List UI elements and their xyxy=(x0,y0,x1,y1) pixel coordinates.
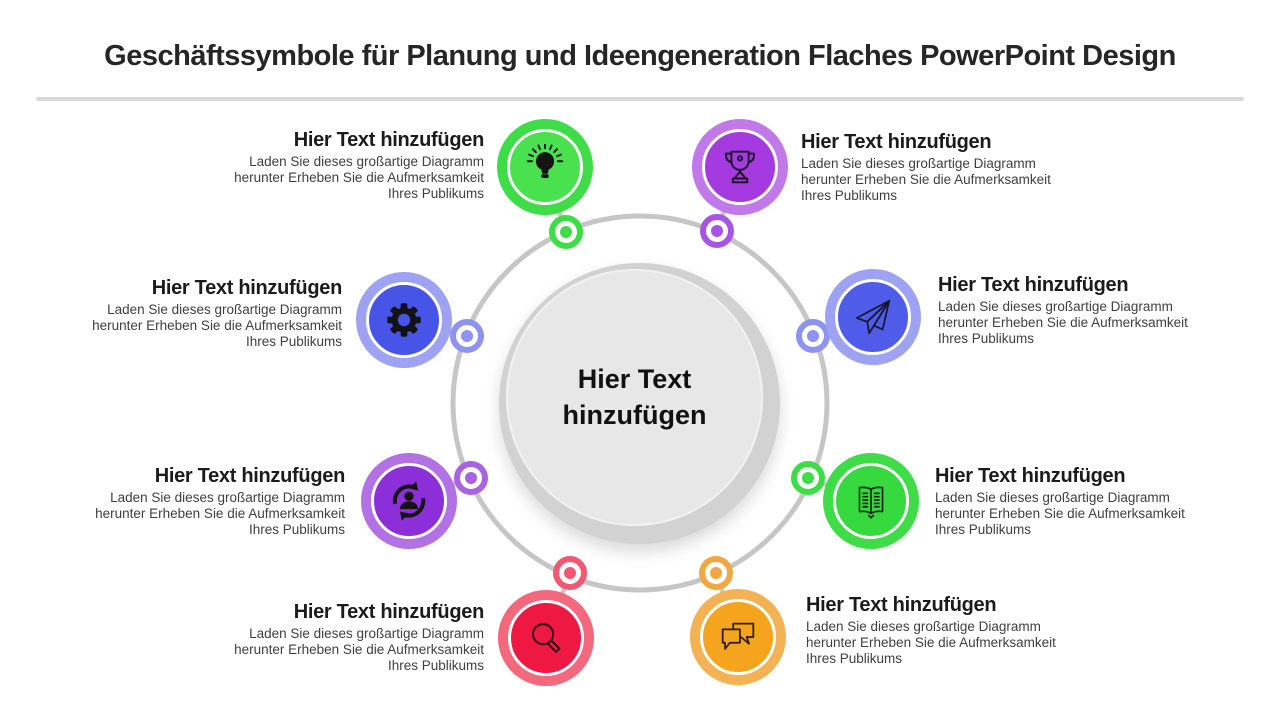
node-outer-circle xyxy=(823,453,919,549)
node-outer-circle xyxy=(498,590,594,686)
item-textblock-lower-left: Hier Text hinzufügen Laden Sie dieses gr… xyxy=(95,465,345,538)
connector-dot xyxy=(564,567,576,579)
orbit-circle xyxy=(450,213,830,593)
user-sync-icon xyxy=(392,481,426,521)
connector-ring xyxy=(549,215,583,249)
center-label: Hier Text hinzufügen xyxy=(562,364,707,430)
node-magnifier xyxy=(498,590,594,686)
item-heading: Hier Text hinzufügen xyxy=(293,129,485,151)
node-lightbulb xyxy=(497,119,593,215)
node-outer-circle xyxy=(361,453,457,549)
item-body: Laden Sie dieses großartige Diagramm her… xyxy=(234,626,484,673)
lightbulb-icon xyxy=(526,144,564,179)
connector-dot xyxy=(465,472,477,484)
item-body: Laden Sie dieses großartige Diagramm her… xyxy=(938,299,1188,346)
connector-ring xyxy=(700,214,734,248)
connector-dot xyxy=(807,330,819,342)
connector-ring xyxy=(450,319,484,353)
item-heading: Hier Text hinzufügen xyxy=(151,277,343,299)
item-body: Laden Sie dieses großartige Diagramm her… xyxy=(92,302,342,349)
node-chat-bubbles xyxy=(690,589,786,685)
connector-dot xyxy=(560,226,572,238)
node-inner-circle xyxy=(833,463,909,539)
connector-ring xyxy=(791,461,825,495)
item-body: Laden Sie dieses großartige Diagramm her… xyxy=(234,154,484,201)
item-body: Laden Sie dieses großartige Diagramm her… xyxy=(935,490,1185,537)
item-heading: Hier Text hinzufügen xyxy=(801,131,992,153)
node-outer-circle xyxy=(690,589,786,685)
item-heading: Hier Text hinzufügen xyxy=(154,465,346,487)
trophy-icon xyxy=(725,150,755,184)
node-inner-circle xyxy=(371,463,447,539)
node-outer-circle xyxy=(497,119,593,215)
connector-ring xyxy=(699,556,733,590)
item-textblock-top-right: Hier Text hinzufügen Laden Sie dieses gr… xyxy=(801,131,1051,204)
node-gear xyxy=(356,272,452,368)
node-paper-plane xyxy=(825,269,921,365)
item-textblock-top-left: Hier Text hinzufügen Laden Sie dieses gr… xyxy=(234,129,484,202)
node-inner-circle xyxy=(835,279,911,355)
node-inner-circle xyxy=(507,129,583,205)
item-heading: Hier Text hinzufügen xyxy=(293,601,485,623)
magnifier-icon xyxy=(532,623,561,653)
item-heading: Hier Text hinzufügen xyxy=(938,274,1129,296)
paper-plane-icon xyxy=(855,299,891,335)
node-outer-circle xyxy=(692,119,788,215)
connector-ring xyxy=(553,556,587,590)
connector-dot xyxy=(710,567,722,579)
node-inner-circle xyxy=(702,129,778,205)
connector-dot xyxy=(461,330,473,342)
chat-bubbles-icon xyxy=(721,622,755,650)
item-heading: Hier Text hinzufügen xyxy=(935,465,1126,487)
node-inner-circle xyxy=(366,282,442,358)
node-outer-circle xyxy=(356,272,452,368)
connector-dot xyxy=(711,225,723,237)
item-textblock-middle-right: Hier Text hinzufügen Laden Sie dieses gr… xyxy=(938,274,1188,347)
item-heading: Hier Text hinzufügen xyxy=(806,594,997,616)
open-book-icon xyxy=(858,486,884,519)
gear-icon xyxy=(387,303,421,337)
node-inner-circle xyxy=(700,599,776,675)
item-textblock-middle-left: Hier Text hinzufügen Laden Sie dieses gr… xyxy=(92,277,342,350)
title-divider xyxy=(36,97,1244,101)
item-body: Laden Sie dieses großartige Diagramm her… xyxy=(806,619,1056,666)
item-textblock-lower-right: Hier Text hinzufügen Laden Sie dieses gr… xyxy=(935,465,1185,538)
connector-ring xyxy=(454,461,488,495)
node-open-book xyxy=(823,453,919,549)
node-trophy xyxy=(692,119,788,215)
node-user-sync xyxy=(361,453,457,549)
center-circle: Hier Text hinzufügen xyxy=(506,269,763,526)
item-body: Laden Sie dieses großartige Diagramm her… xyxy=(95,490,345,537)
connector-ring xyxy=(796,319,830,353)
connector-dot xyxy=(802,472,814,484)
node-outer-circle xyxy=(825,269,921,365)
slide-title: Geschäftssymbole für Planung und Ideenge… xyxy=(104,40,1176,72)
node-inner-circle xyxy=(508,600,584,676)
item-textblock-bottom-left: Hier Text hinzufügen Laden Sie dieses gr… xyxy=(234,601,484,674)
item-textblock-bottom-right: Hier Text hinzufügen Laden Sie dieses gr… xyxy=(806,594,1056,667)
item-body: Laden Sie dieses großartige Diagramm her… xyxy=(801,156,1051,203)
